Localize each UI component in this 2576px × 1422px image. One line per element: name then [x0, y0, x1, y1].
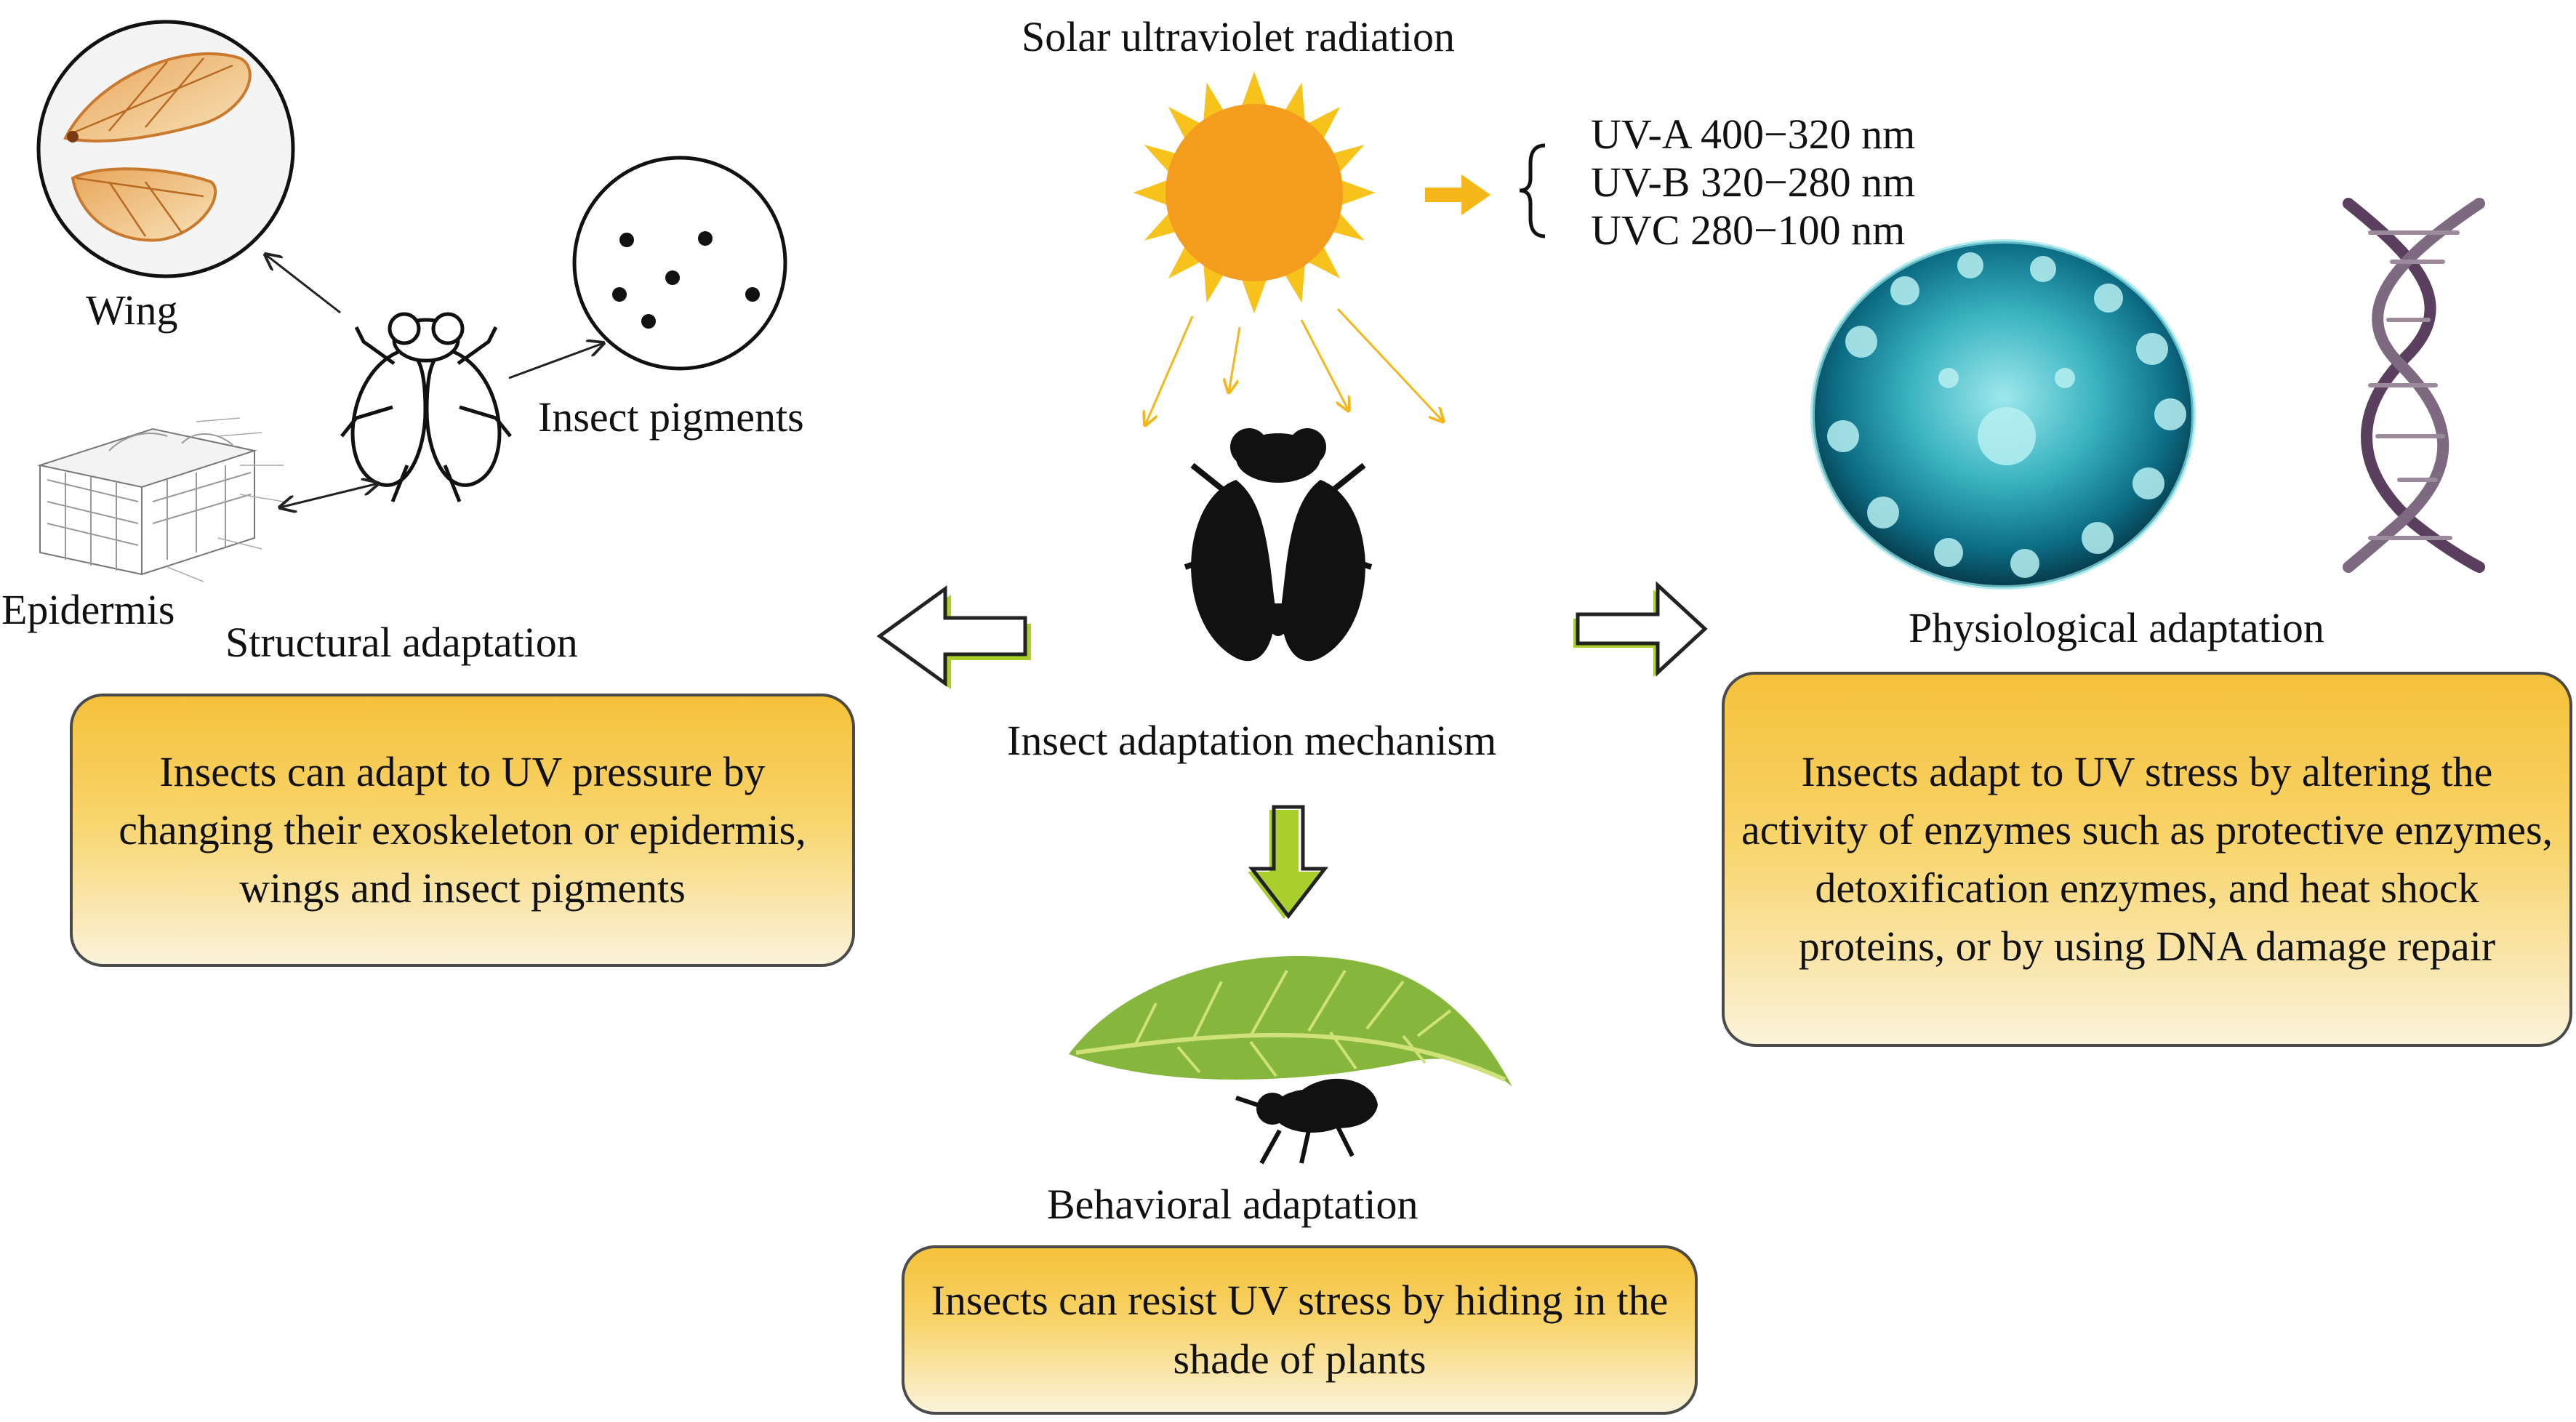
center-label: Insect adaptation mechanism — [1007, 717, 1497, 764]
right-arrow — [1573, 581, 1708, 677]
behavioral-box: Insects can resist UV stress by hiding i… — [902, 1245, 1698, 1415]
leaf-icon — [1069, 956, 1512, 1087]
epidermis-icon — [37, 417, 284, 582]
behavioral-description: Insects can resist UV stress by hiding i… — [931, 1277, 1669, 1383]
physiological-title: Physiological adaptation — [1909, 604, 2324, 651]
cell-icon — [1810, 239, 2196, 590]
pigment-icon — [572, 156, 787, 371]
pigments-label: Insect pigments — [538, 393, 804, 441]
outline-fly-icon — [340, 312, 512, 502]
structural-arrows — [265, 254, 603, 507]
structural-title: Structural adaptation — [225, 619, 578, 666]
sun-to-bands-arrow — [1425, 174, 1490, 215]
source-title: Solar ultraviolet radiation — [1022, 13, 1455, 60]
uv-rays — [1145, 308, 1443, 425]
uv-band-c: UVC 280−100 nm — [1591, 206, 1906, 254]
wing-label: Wing — [86, 286, 178, 334]
physiological-box: Insects adapt to UV stress by altering t… — [1722, 672, 2572, 1047]
dna-icon — [2343, 198, 2485, 573]
wing-icon — [36, 20, 295, 278]
uv-band-a: UV-A 400−320 nm — [1591, 111, 1916, 158]
structural-description: Insects can adapt to UV pressure by chan… — [119, 747, 806, 912]
sun-icon — [1133, 71, 1376, 314]
down-arrow — [1248, 805, 1329, 920]
structural-box: Insects can adapt to UV pressure by chan… — [70, 694, 855, 967]
small-fly-icon — [1235, 1078, 1378, 1165]
epidermis-label: Epidermis — [1, 586, 175, 633]
physiological-description: Insects adapt to UV stress by altering t… — [1741, 747, 2553, 971]
bands-brace — [1519, 143, 1546, 238]
uv-band-b: UV-B 320−280 nm — [1591, 158, 1916, 206]
left-arrow — [876, 585, 1031, 689]
behavioral-title: Behavioral adaptation — [1047, 1181, 1419, 1228]
fly-icon — [1184, 428, 1373, 662]
